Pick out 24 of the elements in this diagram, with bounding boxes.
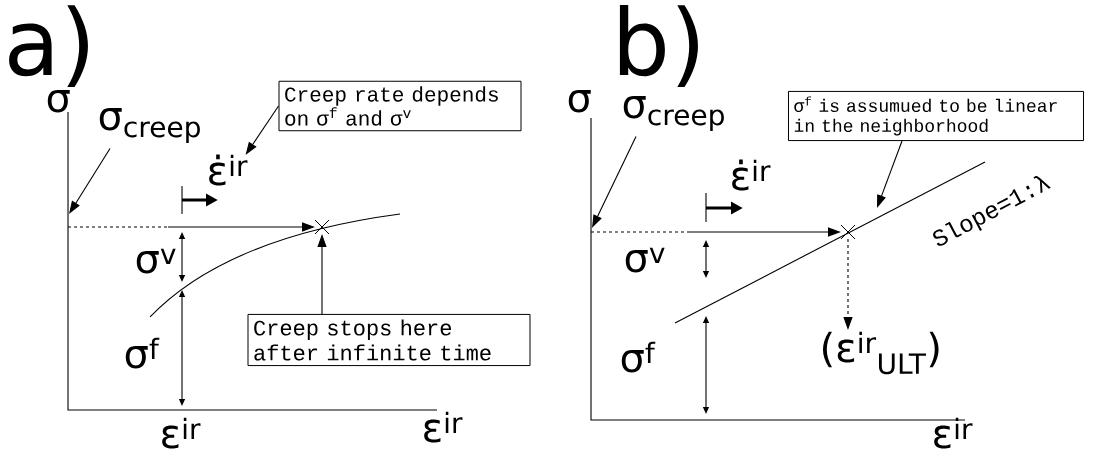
symbol-label: σ$^{f}$ <box>125 337 160 369</box>
symbol-label: σ$^{v}$ <box>625 247 665 273</box>
leader-line <box>592 135 637 228</box>
axis-label: σ <box>47 90 70 113</box>
axis-label: σ <box>568 90 591 113</box>
symbol-label: σ$_{creep}$ <box>623 96 724 131</box>
panel-label: b) <box>619 5 698 88</box>
symbol-label: ε̇$^{ir}$ <box>732 159 771 191</box>
symbol-label: σ$_{creep}$ <box>99 108 200 143</box>
cross-mark <box>840 224 856 240</box>
axis-label: ε$^{ir}$ <box>934 417 973 449</box>
axis-label: ε$^{ir}$ <box>424 411 463 443</box>
panel-label: a) <box>9 5 88 88</box>
symbol-label: (ε$^{ir}$$_{ULT}$) <box>823 331 939 375</box>
symbol-label: ε̇$^{ir}$ <box>209 154 248 186</box>
arrow <box>245 105 280 155</box>
leader-line <box>69 147 111 214</box>
symbol-label: σ$^{v}$ <box>136 248 176 274</box>
symbol-label: σ$^{f}$ <box>621 341 656 373</box>
callout-box: Creep rate depends on σ$^{f}$ and σ$^{v}$ <box>278 80 522 132</box>
symbol-label: ε$^{ir}$ <box>162 417 201 449</box>
cross-mark <box>314 219 330 235</box>
callout-box: σ$^{f}$ is assumued to be linear in the neighborhood <box>788 90 1084 142</box>
callout-box: Creep stops here after infinite time <box>247 313 531 367</box>
